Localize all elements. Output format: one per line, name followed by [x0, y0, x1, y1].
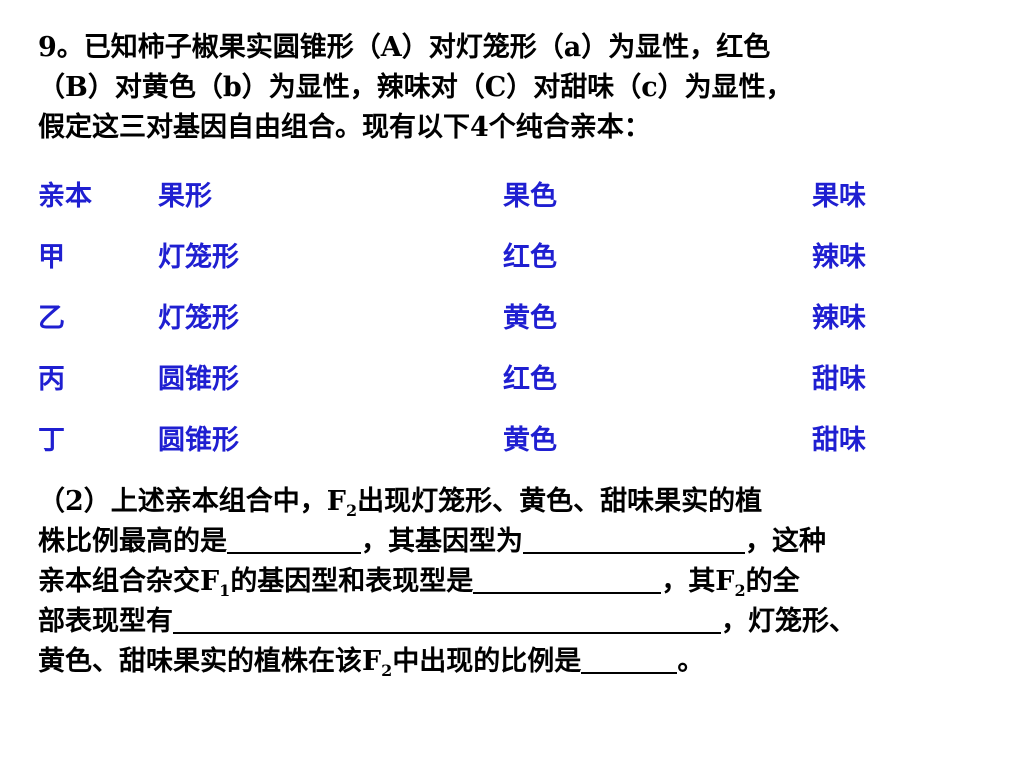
q2-text: 的全 [745, 566, 800, 597]
subscript: 2 [734, 581, 746, 600]
q2-text: 株比例最高的是 [38, 526, 227, 557]
q2-text: 黄色、甜味果实的植株在该F [38, 646, 382, 677]
subscript: 2 [381, 661, 393, 680]
q2-text: ，其F [661, 566, 735, 597]
cell-parent: 丁 [38, 425, 65, 456]
q2-text: ，其基因型为 [361, 526, 523, 557]
q2-text: 的基因型和表现型是 [230, 566, 474, 597]
answer-blank-2[interactable] [523, 522, 745, 554]
table-row: 丙 圆锥形 红色 甜味 [38, 357, 938, 418]
table-row: 丁 圆锥形 黄色 甜味 [38, 418, 938, 479]
q2-text: 。 [677, 646, 705, 677]
cell-taste: 甜味 [812, 425, 866, 456]
cell-color: 黄色 [503, 303, 557, 334]
cell-shape: 圆锥形 [158, 364, 239, 395]
answer-blank-3[interactable] [473, 562, 662, 594]
cell-taste: 甜味 [812, 364, 866, 395]
subscript: 1 [219, 581, 231, 600]
q2-line-2: 株比例最高的是 ，其基因型为 ，这种 [38, 522, 978, 562]
q2-text: 部表现型有 [38, 606, 173, 637]
subscript: 2 [345, 501, 358, 520]
q2-text: ，灯笼形、 [721, 606, 856, 637]
q2-text: （2）上述亲本组合中，F [38, 486, 346, 517]
question-2: （2）上述亲本组合中，F2出现灯笼形、黄色、甜味果实的植 株比例最高的是，其基因… [38, 482, 978, 682]
cell-color: 红色 [503, 242, 557, 273]
cell-shape: 灯笼形 [158, 242, 239, 273]
table-row: 甲 灯笼形 红色 辣味 [38, 235, 938, 296]
cell-shape: 圆锥形 [158, 425, 239, 456]
q2-line-4: 部表现型有 ，灯笼形、 [38, 602, 978, 642]
header-fruit-color: 果色 [503, 181, 557, 212]
cell-taste: 辣味 [812, 303, 866, 334]
answer-blank-4[interactable] [173, 602, 721, 634]
header-fruit-taste: 果味 [812, 181, 866, 212]
cell-parent: 甲 [38, 242, 65, 273]
q2-line-3: 亲本组合杂交F1的基因型和表现型是 ，其F2的全 [38, 562, 978, 602]
cell-taste: 辣味 [812, 242, 866, 273]
q2-text: 出现灯笼形、黄色、甜味果实的植 [357, 486, 763, 517]
table-row: 乙 灯笼形 黄色 辣味 [38, 296, 938, 357]
q2-text: 亲本组合杂交F [38, 566, 220, 597]
header-fruit-shape: 果形 [158, 181, 212, 212]
cell-parent: 丙 [38, 364, 65, 395]
cell-parent: 乙 [38, 303, 65, 334]
table-header-row: 亲本 果形 果色 果味 [38, 174, 938, 235]
q2-text: 中出现的比例是 [392, 646, 582, 677]
intro-line-1: 9。已知柿子椒果实圆锥形（A）对灯笼形（a）为显性，红色 [38, 32, 771, 63]
q2-line-1: （2）上述亲本组合中，F2出现灯笼形、黄色、甜味果实的植 [38, 482, 978, 522]
answer-blank-5[interactable] [581, 642, 678, 674]
intro-line-3: 假定这三对基因自由组合。现有以下4个纯合亲本： [38, 112, 651, 143]
parents-table: 亲本 果形 果色 果味 甲 灯笼形 红色 辣味 乙 灯笼形 黄色 辣味 丙 圆锥… [38, 174, 938, 479]
q2-line-5: 黄色、甜味果实的植株在该F2中出现的比例是 。 [38, 642, 978, 682]
header-parent: 亲本 [38, 181, 92, 212]
cell-color: 红色 [503, 364, 557, 395]
intro-line-2: （B）对黄色（b）为显性，辣味对（C）对甜味（c）为显性， [38, 72, 793, 103]
cell-shape: 灯笼形 [158, 303, 239, 334]
cell-color: 黄色 [503, 425, 557, 456]
question-intro: 9。已知柿子椒果实圆锥形（A）对灯笼形（a）为显性，红色 （B）对黄色（b）为显… [38, 28, 978, 148]
answer-blank-1[interactable] [227, 522, 361, 554]
q2-text: ，这种 [745, 526, 826, 557]
